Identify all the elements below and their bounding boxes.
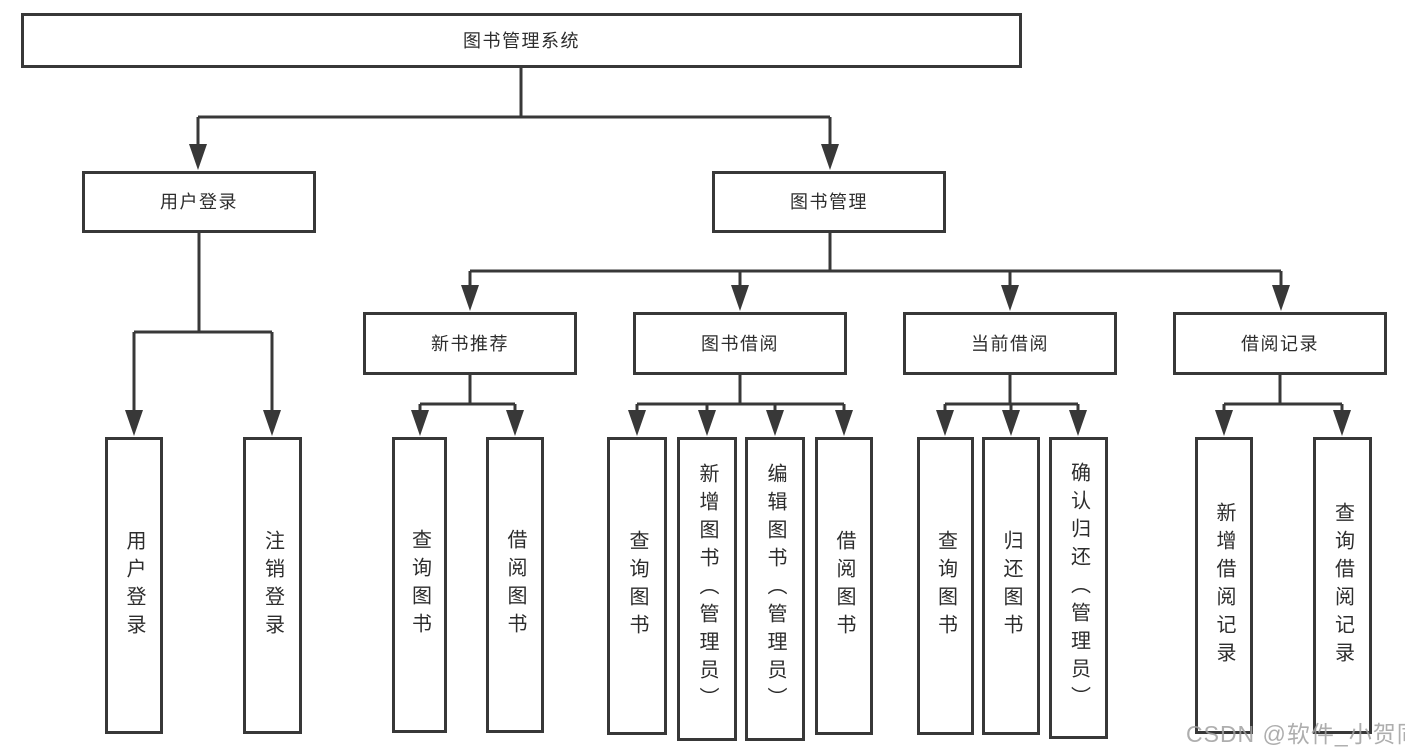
node-book-management: 图书管理 (712, 171, 946, 233)
node-label: 当前借阅 (971, 333, 1049, 354)
node-label: 归还图书 (1000, 530, 1022, 642)
node-label: 确认归还（管理员） (1067, 462, 1090, 714)
leaf-borrow-edit-books-admin: 编辑图书（管理员） (745, 437, 805, 741)
node-library-management-system: 图书管理系统 (21, 13, 1022, 68)
node-user-login: 用户登录 (82, 171, 316, 233)
node-label: 新增图书（管理员） (696, 463, 718, 715)
node-label: 注销登录 (261, 529, 284, 642)
node-label: 借阅图书 (833, 530, 855, 642)
node-current-borrowing: 当前借阅 (903, 312, 1117, 375)
node-label: 图书管理系统 (463, 30, 580, 51)
leaf-user-login: 用户登录 (105, 437, 163, 734)
node-label: 图书借阅 (701, 333, 779, 354)
node-label: 查询图书 (626, 530, 648, 642)
node-label: 查询借阅记录 (1331, 501, 1354, 670)
leaf-current-return-books: 归还图书 (982, 437, 1040, 735)
leaf-borrow-query-books: 查询图书 (607, 437, 667, 735)
node-label: 查询图书 (408, 529, 431, 641)
leaf-current-confirm-return-admin: 确认归还（管理员） (1049, 437, 1108, 739)
node-label: 借阅记录 (1241, 333, 1319, 354)
node-label: 新增借阅记录 (1213, 501, 1235, 670)
leaf-records-add-record: 新增借阅记录 (1195, 437, 1253, 734)
watermark: CSDN @软件_小贺同学 (1186, 721, 1405, 747)
node-book-borrowing: 图书借阅 (633, 312, 847, 375)
leaf-current-query-books: 查询图书 (917, 437, 974, 735)
leaf-records-query-record: 查询借阅记录 (1313, 437, 1372, 734)
node-label: 编辑图书（管理员） (764, 463, 786, 715)
node-borrowing-records: 借阅记录 (1173, 312, 1387, 375)
node-label: 借阅图书 (504, 529, 526, 641)
node-label: 新书推荐 (431, 333, 509, 354)
node-new-book-recommendation: 新书推荐 (363, 312, 577, 375)
leaf-borrow-borrow-books: 借阅图书 (815, 437, 873, 735)
leaf-borrow-add-books-admin: 新增图书（管理员） (677, 437, 737, 741)
node-label: 查询图书 (934, 530, 957, 642)
leaf-newbook-borrow-books: 借阅图书 (486, 437, 544, 733)
leaf-newbook-query-books: 查询图书 (392, 437, 447, 733)
node-label: 图书管理 (790, 192, 868, 212)
leaf-logout-login: 注销登录 (243, 437, 302, 734)
node-label: 用户登录 (160, 192, 238, 212)
node-label: 用户登录 (123, 529, 145, 642)
